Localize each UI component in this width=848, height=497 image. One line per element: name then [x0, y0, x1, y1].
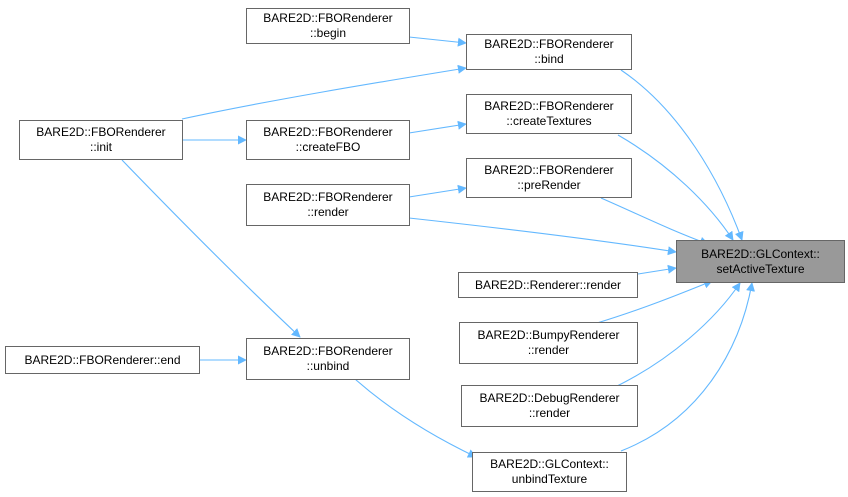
node-fborenderer-render[interactable]: BARE2D::FBORenderer ::render: [246, 184, 410, 226]
node-label-line2: unbindTexture: [511, 472, 588, 486]
node-label-line1: BARE2D::FBORenderer: [263, 344, 393, 358]
node-bumpyrenderer-render[interactable]: BARE2D::BumpyRenderer ::render: [459, 322, 638, 364]
edge-rendererrender-focus: [637, 264, 677, 275]
edge-createfbo-createtextures: [408, 120, 467, 134]
node-label-line1: BARE2D::DebugRenderer: [479, 391, 620, 405]
node-label-line2: ::unbind: [306, 359, 350, 373]
node-label-line2: ::bind: [534, 52, 564, 66]
node-label-line2: ::init: [89, 140, 112, 154]
node-label-line1: BARE2D::FBORenderer: [484, 163, 614, 177]
node-label-line2: setActiveTexture: [716, 261, 805, 276]
edge-bumpyrender-focus: [596, 279, 713, 324]
node-renderer-render[interactable]: BARE2D::Renderer::render: [458, 272, 638, 298]
node-debugrenderer-render[interactable]: BARE2D::DebugRenderer ::render: [461, 385, 638, 427]
edge-init-unbind: [121, 159, 301, 338]
node-label-line1: BARE2D::FBORenderer: [484, 37, 614, 51]
edge-init-bind: [181, 64, 467, 120]
node-fborenderer-createfbo[interactable]: BARE2D::FBORenderer ::createFBO: [246, 120, 410, 160]
node-label-line2: ::render: [528, 406, 571, 420]
node-label-line1: BARE2D::FBORenderer: [36, 125, 166, 139]
node-label-line1: BARE2D::FBORenderer::end: [24, 352, 181, 367]
edge-fborender-prerender: [408, 184, 467, 198]
edge-prerender-focus: [600, 197, 709, 246]
node-fborenderer-begin[interactable]: BARE2D::FBORenderer ::begin: [246, 8, 410, 44]
node-glcontext-unbindtexture[interactable]: BARE2D::GLContext:: unbindTexture: [472, 452, 627, 492]
node-fborenderer-prerender[interactable]: BARE2D::FBORenderer ::preRender: [466, 158, 632, 198]
node-label-line2: ::createFBO: [295, 140, 361, 154]
node-label-line1: BARE2D::FBORenderer: [263, 190, 393, 204]
node-glcontext-setactivetexture[interactable]: BARE2D::GLContext:: setActiveTexture: [676, 240, 845, 283]
node-label-line2: ::render: [307, 205, 349, 219]
node-label-line1: BARE2D::GLContext::: [490, 457, 609, 471]
node-label-line2: ::render: [527, 343, 570, 357]
node-label-line1: BARE2D::BumpyRenderer: [477, 328, 620, 342]
edge-createtextures-focus: [617, 134, 734, 241]
edge-unbindtexture-focus: [620, 282, 755, 452]
node-label-line2: ::begin: [309, 26, 347, 40]
node-label-line1: BARE2D::FBORenderer: [263, 125, 393, 139]
node-fborenderer-init[interactable]: BARE2D::FBORenderer ::init: [19, 120, 183, 160]
edge-debugrender-focus: [616, 282, 741, 387]
node-label-line2: ::preRender: [517, 178, 581, 192]
node-label-line1: BARE2D::GLContext::: [701, 246, 820, 261]
node-label-line1: BARE2D::FBORenderer: [263, 11, 393, 25]
node-fborenderer-end[interactable]: BARE2D::FBORenderer::end: [5, 346, 200, 374]
node-label-line1: BARE2D::FBORenderer: [484, 99, 614, 113]
node-label-line2: ::createTextures: [506, 114, 592, 128]
node-fborenderer-bind[interactable]: BARE2D::FBORenderer ::bind: [466, 34, 632, 70]
edge-fborender-focus: [408, 217, 677, 256]
node-fborenderer-unbind[interactable]: BARE2D::FBORenderer ::unbind: [246, 338, 410, 380]
node-fborenderer-createtextures[interactable]: BARE2D::FBORenderer ::createTextures: [466, 94, 632, 134]
node-label-line1: BARE2D::Renderer::render: [474, 277, 622, 292]
edge-begin-bind: [408, 36, 467, 47]
edge-unbind-unbindtexture: [354, 378, 477, 458]
edge-bind-focus: [620, 69, 744, 241]
